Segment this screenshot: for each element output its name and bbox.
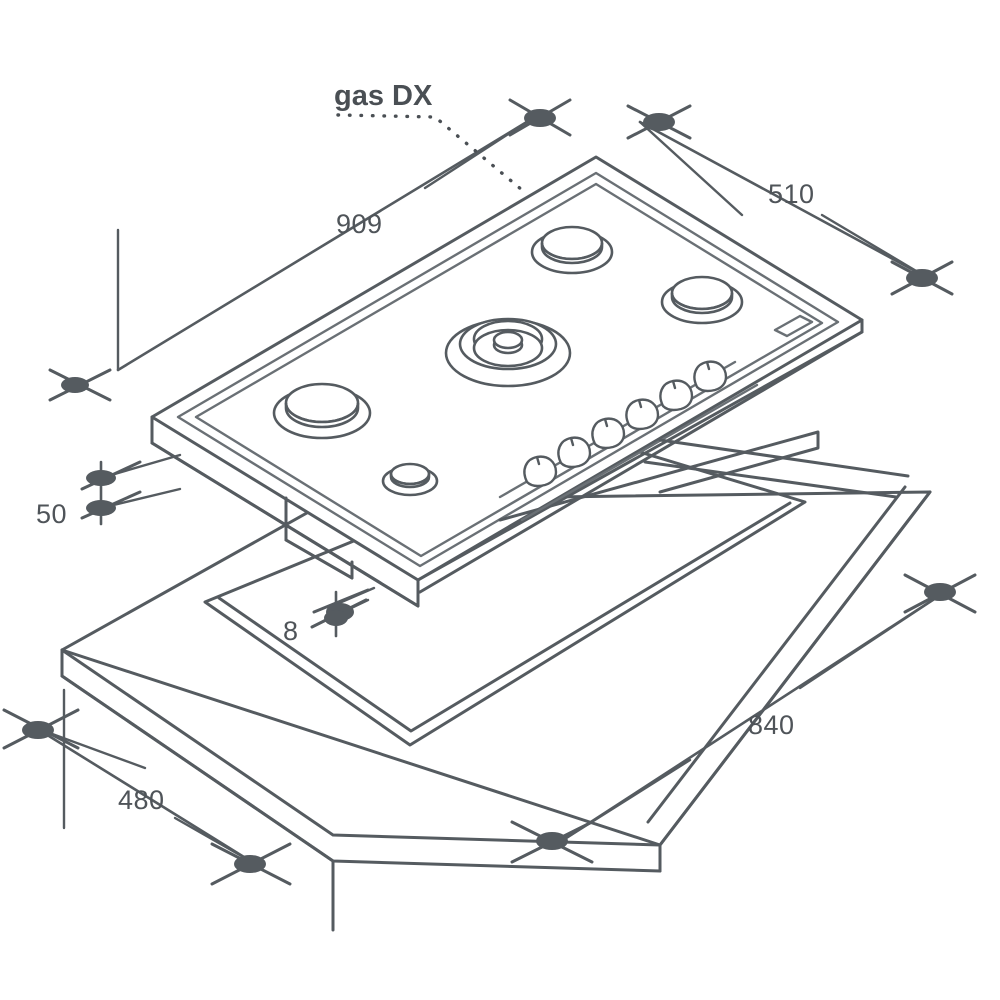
dim-50-value: 50 — [36, 499, 67, 529]
dim-480-line — [34, 726, 254, 864]
knob-4[interactable] — [625, 398, 660, 431]
knob-1[interactable] — [523, 455, 558, 488]
dim-8-value: 8 — [283, 616, 299, 646]
dim-510-marker-bottom — [890, 260, 954, 296]
dim-510-ext-lower — [820, 213, 930, 280]
burner-front-small — [381, 462, 439, 497]
cooktop-right-rail-b — [643, 460, 898, 499]
dim-840-ext-right — [798, 590, 947, 690]
dim-840-marker-right — [903, 573, 977, 614]
dim-50-marker-bottom — [80, 490, 142, 520]
burner-front-left — [272, 382, 372, 440]
dim-480-value: 480 — [118, 785, 165, 815]
dim-909-line — [116, 118, 532, 372]
cooktop-top-bevel-2 — [194, 182, 824, 558]
gas-dx-label: gas DX — [334, 80, 433, 112]
dim-510-ext-upper — [638, 120, 744, 217]
dimension-840: 840 — [510, 573, 977, 864]
dimension-510: 510 — [626, 104, 954, 296]
control-knobs — [523, 360, 728, 488]
cooktop-assembly — [150, 155, 910, 608]
cooktop-panel-top-line — [416, 330, 864, 582]
cooktop-control-rail — [498, 430, 820, 522]
dim-909-value: 909 — [336, 209, 383, 239]
knob-2[interactable] — [557, 436, 592, 469]
dim-480-marker-top — [2, 708, 80, 750]
burner-center-wok — [444, 317, 572, 388]
knob-band-lower — [520, 383, 759, 522]
dim-510-marker-top — [626, 104, 692, 140]
cooktop-top-bevel — [176, 171, 840, 568]
dimension-909: 909 — [48, 98, 572, 402]
dim-50-marker-top — [80, 460, 142, 491]
knob-5[interactable] — [659, 379, 694, 412]
worktop-edge-lower — [60, 674, 335, 863]
dim-909-ext-right — [423, 118, 532, 190]
knob-6[interactable] — [693, 360, 728, 393]
dim-510-value: 510 — [768, 179, 815, 209]
dimension-8: 8 — [283, 586, 376, 646]
dim-480-marker-bottom — [210, 842, 292, 886]
dim-840-marker-left — [510, 820, 594, 864]
burner-rear-center — [530, 225, 614, 275]
worktop-right-edge — [658, 490, 932, 847]
worktop-cutout-inner — [217, 501, 792, 733]
dim-909-marker-left — [48, 368, 112, 402]
worktop-top-face — [60, 490, 932, 847]
dim-909-marker-right — [508, 98, 572, 137]
burner-rear-right — [660, 275, 744, 325]
dim-840-value: 840 — [748, 710, 795, 740]
dim-480-ext-bottom — [173, 816, 254, 864]
callout-gas-dx: gas DX — [334, 80, 530, 197]
brand-badge — [773, 314, 814, 338]
cooktop-right-rail-a — [658, 438, 910, 478]
knob-3[interactable] — [591, 417, 626, 450]
dimension-480: 480 — [2, 688, 292, 886]
cooktop-body-skirt-bottom — [284, 538, 354, 580]
dim-8-marker — [310, 588, 370, 629]
dim-510-line — [638, 120, 930, 280]
dimension-50: 50 — [36, 453, 182, 529]
worktop-right-inner-edge — [646, 485, 907, 824]
